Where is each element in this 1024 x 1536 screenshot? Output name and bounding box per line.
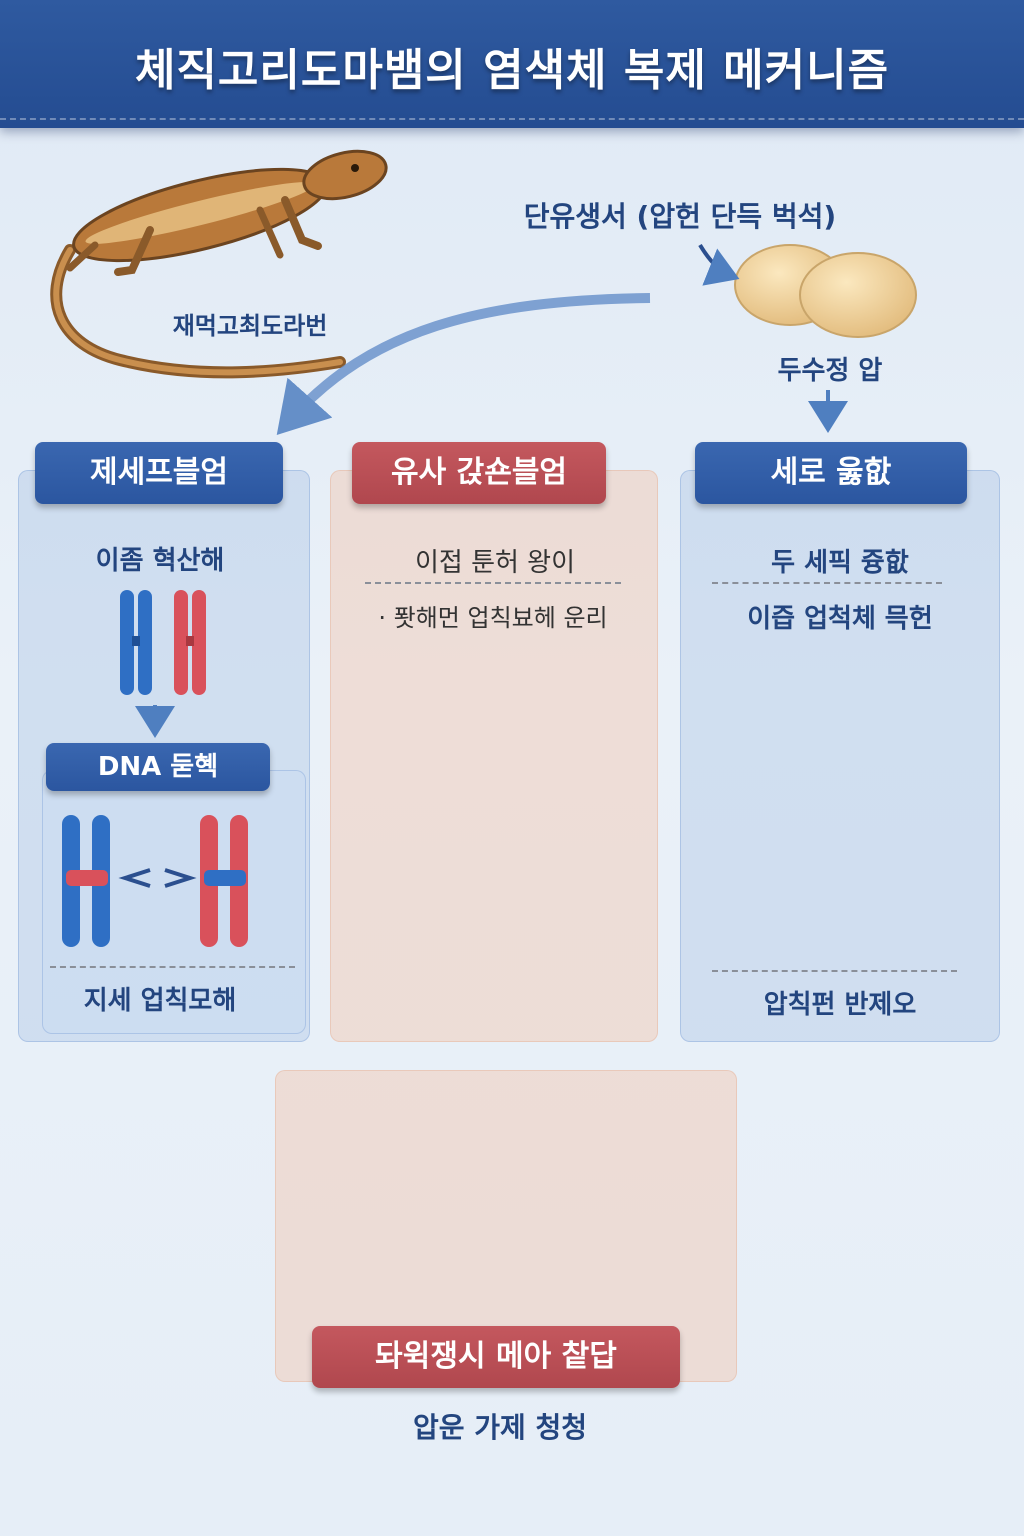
header-bottom: 돠윅쟁시 메아 챁답: [312, 1326, 680, 1388]
left-sub1: 이좀 혁산해: [95, 546, 225, 576]
mid-sub1: 이접 툰허 왕이: [414, 548, 576, 578]
divider-right-bottom: [712, 970, 957, 972]
replicated-chromosomes: [62, 815, 248, 947]
divider-left: [50, 966, 295, 968]
egg-top-label: 단유생서 (압헌 단득 벅석): [523, 200, 837, 233]
header-middle: 유사 갅숀블엄: [352, 442, 606, 504]
title-banner: 체직고리도마뱀의 염색체 복제 메커니즘: [0, 0, 1024, 128]
left-foot: 지세 업칙모해: [83, 986, 237, 1016]
egg-top-sublabel: 두수정 압: [777, 356, 883, 386]
panel-right: [680, 470, 1000, 1042]
arrow-to-eggs: [698, 243, 740, 286]
header-left: 제세프블엄: [35, 442, 283, 504]
eggs-illustration: [734, 244, 917, 338]
bottom-sub: 압운 가제 청청: [412, 1411, 588, 1444]
divider-right-top: [712, 582, 942, 584]
panel-middle: [330, 470, 658, 1042]
header-dna: DNA 둗혝: [46, 743, 270, 791]
right-foot: 압칙펀 반제오: [763, 990, 917, 1020]
chromosome-pair-left: [120, 590, 206, 695]
lizard-illustration: [50, 149, 388, 379]
banner-stitching: [0, 118, 1024, 120]
header-right: 세로 욿핪: [695, 442, 967, 504]
right-sub2: 이즙 업척체 믁헌: [747, 604, 933, 634]
lizard-label: 재먹고최도라번: [172, 312, 328, 340]
page-title: 체직고리도마뱀의 염색체 복제 메커니즘: [134, 45, 890, 96]
divider-mid: [365, 582, 621, 584]
arrow-curve-to-left: [276, 293, 651, 435]
mid-sub2: · 퐛해먼 업칙뵤헤 운리: [378, 604, 608, 632]
right-sub1: 두 세픽 즁핪: [771, 548, 909, 578]
